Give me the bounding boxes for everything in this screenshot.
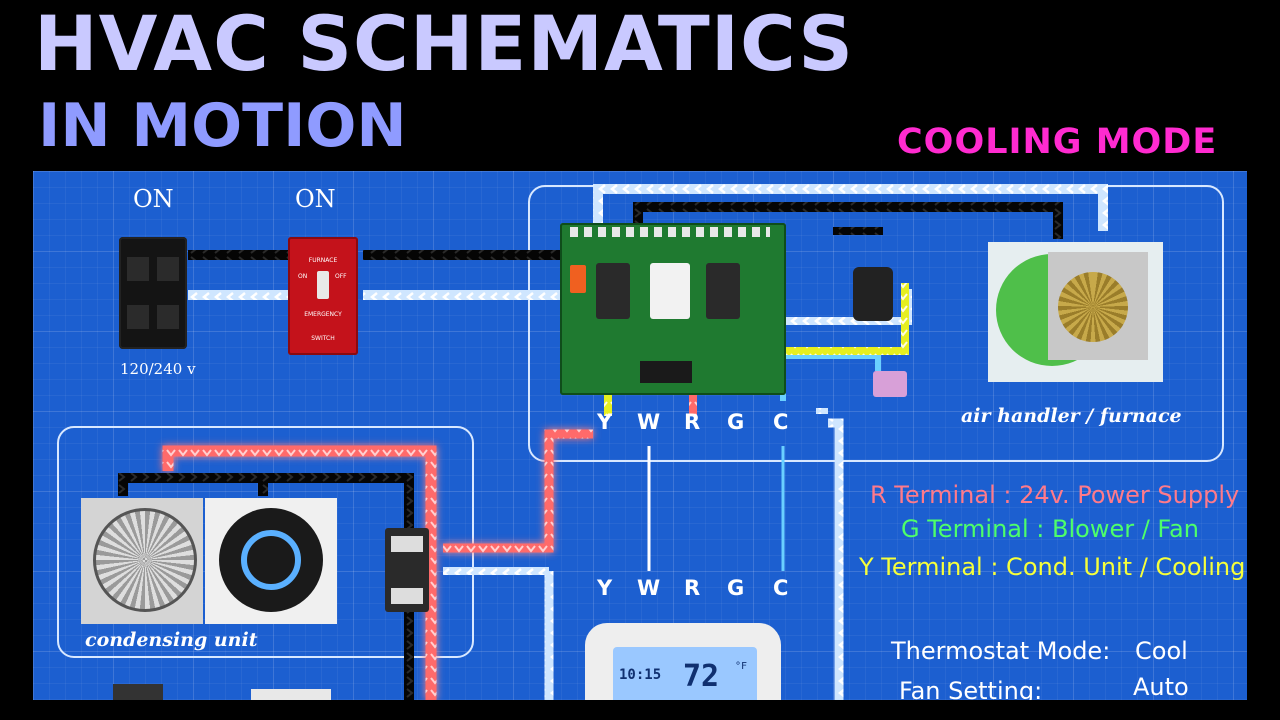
thermostat-temp: 72: [683, 659, 720, 694]
thermostat-mode-value: Cool: [1135, 637, 1188, 665]
fan-setting-label: Fan Setting:: [899, 677, 1043, 700]
schematic-board: ON 120/240 v ON FURNACE ON OFF EMERGENCY…: [33, 171, 1247, 700]
wire-neutral-loop: [593, 184, 1108, 231]
legend-r: R Terminal : 24v. Power Supply: [870, 481, 1240, 509]
thermostat-unit: °F: [735, 661, 748, 672]
terminal-bottom-c: C: [773, 576, 789, 600]
circuit-breaker[interactable]: [119, 237, 187, 349]
terminal-bottom-r: R: [684, 576, 701, 600]
switch-toggle[interactable]: [317, 271, 329, 299]
terminal-top-w: W: [637, 410, 661, 434]
terminal-top-y: Y: [597, 410, 613, 434]
run-capacitor: [853, 267, 893, 321]
emergency-switch[interactable]: FURNACE ON OFF EMERGENCY SWITCH: [288, 237, 358, 355]
contactor: [385, 528, 429, 612]
legend-y: Y Terminal : Cond. Unit / Cooling: [859, 553, 1246, 581]
mode-label: COOLING MODE: [897, 122, 1218, 162]
breaker-voltage: 120/240 v: [120, 360, 196, 378]
switch-state: ON: [295, 185, 336, 213]
condenser-component-1: [113, 684, 163, 700]
condensing-unit-enclosure: [57, 426, 474, 658]
fuse: [570, 265, 586, 293]
thermostat[interactable]: 10:15 72 °F: [585, 623, 781, 700]
thermostat-time: 10:15: [619, 667, 662, 683]
terminal-bottom-g: G: [727, 576, 745, 600]
terminal-bottom-y: Y: [597, 576, 613, 600]
page-subtitle: IN MOTION: [38, 91, 407, 161]
wiring-diagram: [57, 184, 1224, 700]
condenser-fan-image: [81, 498, 203, 624]
thermostat-display: 10:15 72 °F: [613, 647, 757, 700]
relay-1: [596, 263, 630, 319]
blower-image: [988, 242, 1163, 382]
relay-2: [650, 263, 690, 319]
fan-setting-value: Auto: [1133, 673, 1189, 700]
condenser-component-2: [251, 689, 331, 700]
breaker-state: ON: [133, 185, 174, 213]
terminal-top-g: G: [727, 410, 745, 434]
wire-y-condenser: [443, 429, 593, 553]
transformer: [873, 371, 907, 397]
wire-c-common: [828, 418, 844, 700]
relay-3: [706, 263, 740, 319]
terminal-bottom-w: W: [637, 576, 661, 600]
compressor-image: [205, 498, 337, 624]
page-title: HVAC SCHEMATICS: [34, 0, 854, 88]
air-handler-label: air handler / furnace: [961, 405, 1182, 427]
wire-hot-loop: [633, 202, 1063, 239]
thermostat-mode-label: Thermostat Mode:: [891, 637, 1111, 665]
terminal-block: [640, 361, 692, 383]
control-board: [560, 223, 786, 395]
terminal-top-r: R: [684, 410, 701, 434]
condensing-unit-label: condensing unit: [85, 629, 258, 651]
terminal-top-c: C: [773, 410, 789, 434]
legend-g: G Terminal : Blower / Fan: [901, 515, 1199, 543]
